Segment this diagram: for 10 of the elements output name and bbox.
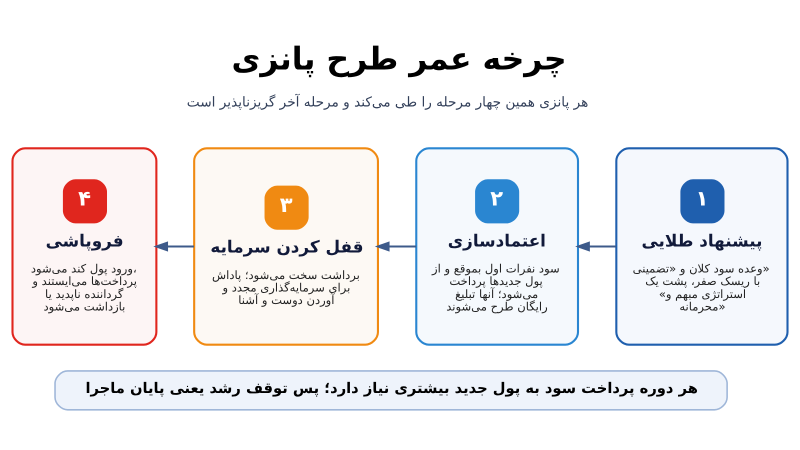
node-box: ۱ پیشنهاد طلایی وعده سود کلان و «تضمینی» با ریسک صفر، پشت یک «استراتژی مبهم و محرمانه» [615, 146, 789, 346]
node-box: هر دوره پرداخت سود به پول جدید بیشتری نیاز دارد؛ پس توقف رشد یعنی پایان ماجرا [54, 370, 728, 410]
node-box: ۴ فروپاشی ورود پول کند می‌شود، پرداخت‌ها می‌ایستند و گرداننده ناپدید یا بازداشت می‌شود [11, 146, 158, 346]
node-box: ۳ قفل کردن سرمایه برداشت سخت می‌شود؛ پاداش برای سرمایه‌گذاری مجدد و آوردن دوست و آشنا [193, 146, 379, 346]
label: هر پانزی همین چهار مرحله را طی می‌کند و مرحله آخر گریزناپذیر است [186, 94, 588, 110]
arrow [374, 240, 416, 252]
node-box: ۲ اعتمادسازی سود نفرات اول بموقع و از پول جدیدها پرداخت می‌شود؛ آنها تبلیغ رایگان طرح می‌شوند [415, 146, 580, 346]
diagram-title: چرخه عمر طرح پانزی [231, 41, 567, 78]
arrow [153, 240, 194, 252]
arrow [575, 240, 616, 252]
